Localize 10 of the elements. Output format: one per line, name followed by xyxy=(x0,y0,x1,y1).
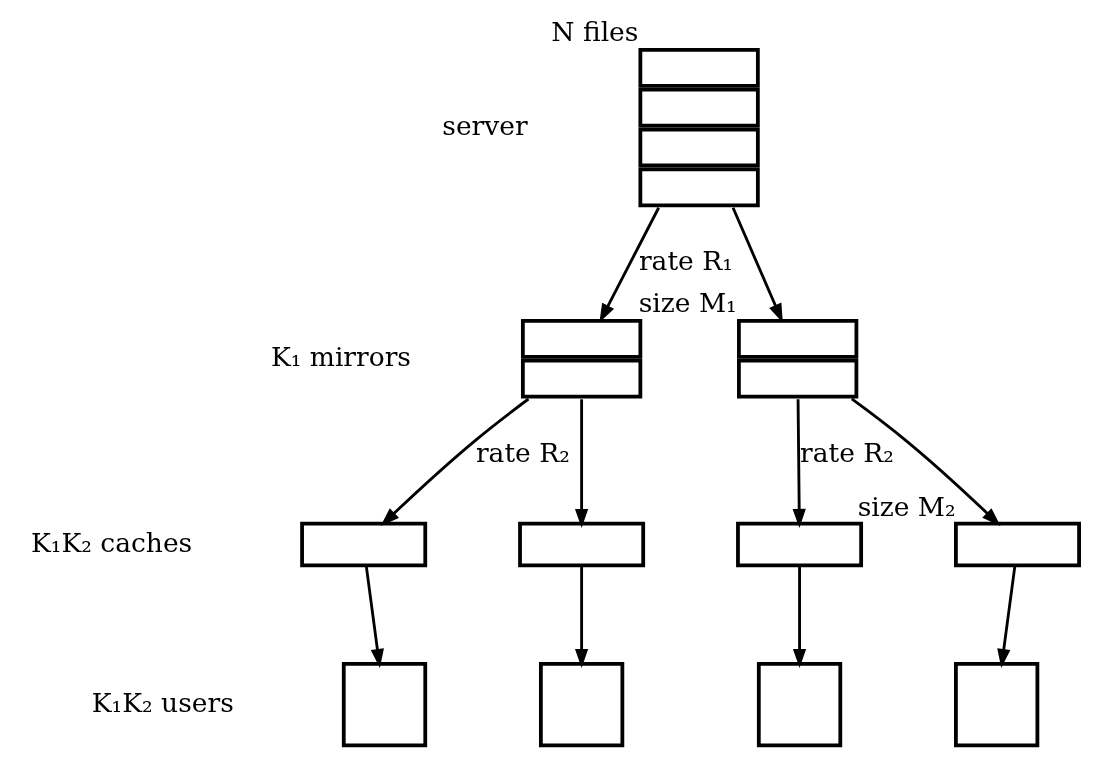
edge-label: rate R₂ xyxy=(475,436,570,468)
label: K₁K₂ caches xyxy=(31,526,193,558)
node-label: size M₂ xyxy=(857,490,956,522)
label: server xyxy=(442,109,528,141)
edge-label: rate R₁ xyxy=(638,244,733,276)
node-label: size M₁ xyxy=(638,286,737,318)
edge-label: rate R₂ xyxy=(800,436,894,468)
node-label: N files xyxy=(551,15,639,47)
label: K₁ mirrors xyxy=(270,340,411,372)
label: K₁K₂ users xyxy=(91,686,234,718)
